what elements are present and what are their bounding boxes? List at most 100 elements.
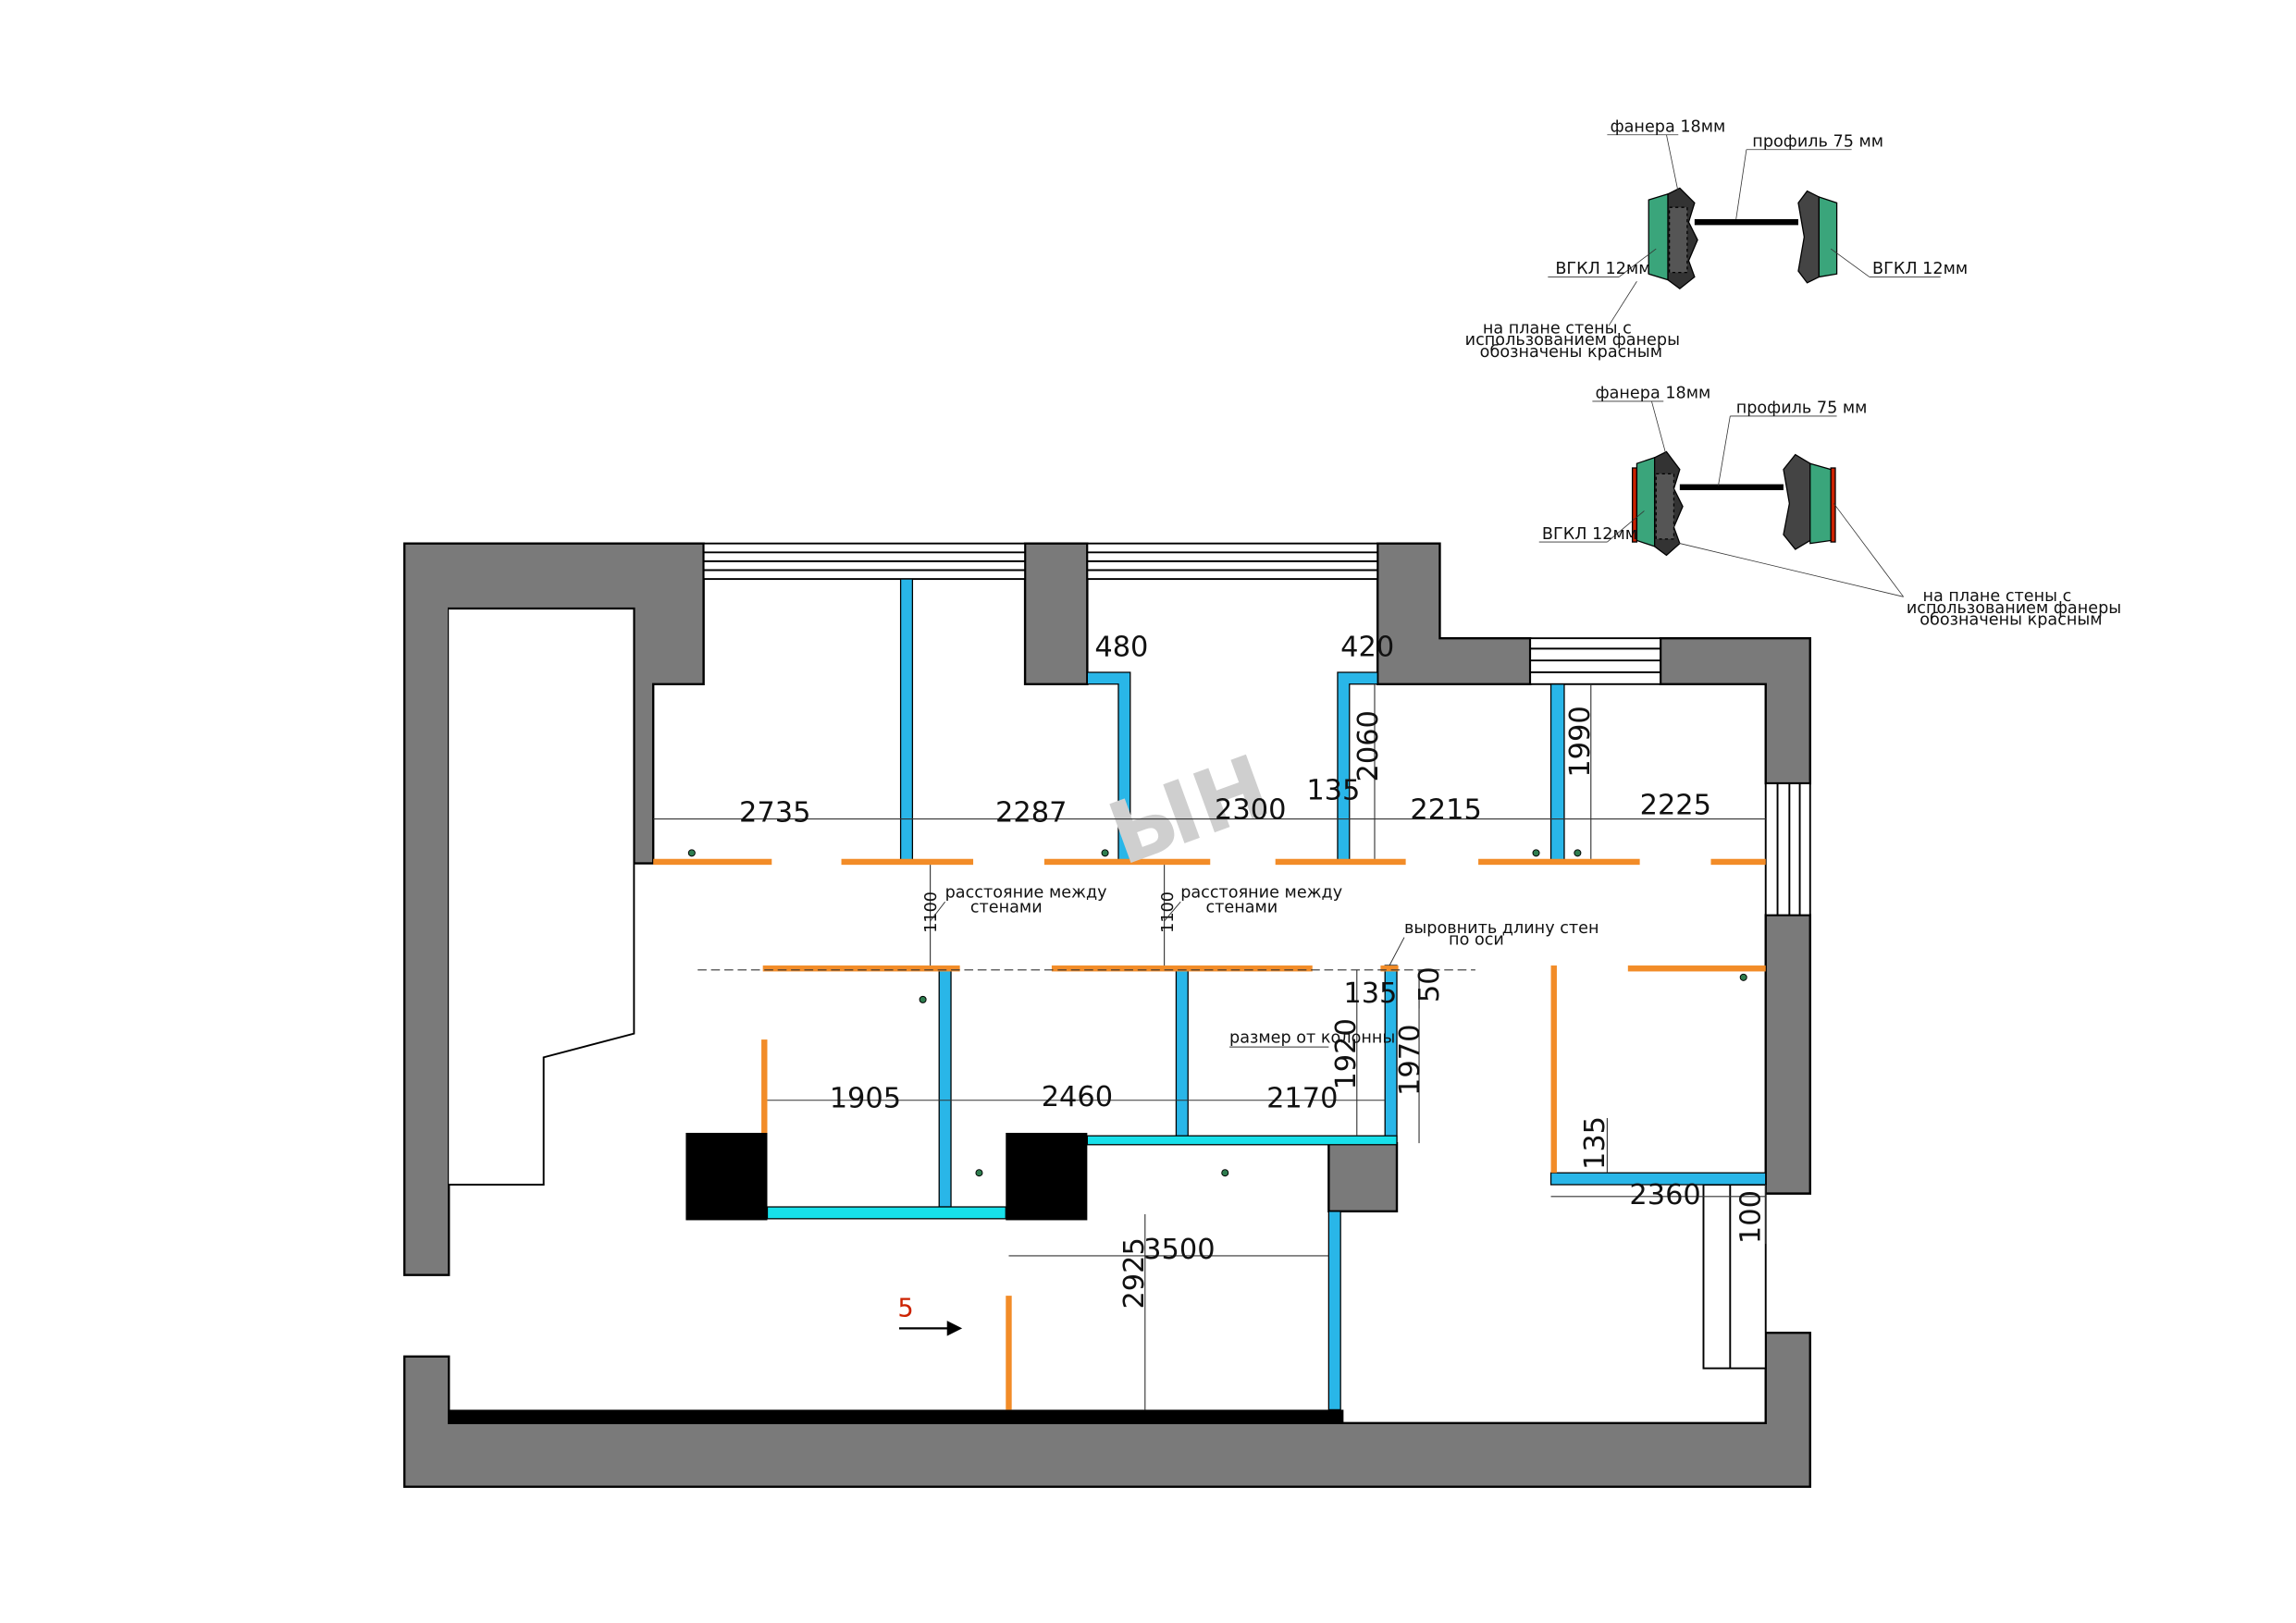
note-between-walls-1b: стенами (970, 898, 1043, 916)
plywood-segment (1380, 965, 1399, 972)
plywood-segment (1627, 965, 1766, 972)
dim-offset-480: 480 (1094, 631, 1148, 663)
door-opening-right (1702, 1184, 1767, 1370)
wall-detail-1: фанера 18мм профиль 75 мм ВГКЛ 12мм ВГКЛ… (1465, 118, 1968, 362)
plywood-segment (1550, 965, 1557, 1174)
wall-detail-2: фанера 18мм профиль 75 мм ВГКЛ 12мм на п… (1538, 385, 2121, 630)
dim-height-1990: 1990 (1564, 706, 1597, 777)
detail-2-legend-1: на плане стены с (1922, 587, 2071, 606)
plywood-segment (653, 858, 772, 866)
partition (1549, 1172, 1767, 1186)
detail-2-profile-label: профиль 75 мм (1736, 400, 1868, 418)
plywood-segment (841, 858, 974, 866)
dim-top-2: 2287 (995, 797, 1067, 830)
plywood-segment (762, 965, 960, 972)
plywood-segment (1051, 965, 1313, 972)
socket-points (687, 849, 1747, 1177)
dim-offset-420: 420 (1340, 631, 1394, 663)
detail-2-legend-2: использованием фанеры (1907, 599, 2121, 618)
dim-right-135: 135 (1579, 1116, 1611, 1170)
partitions-cyan (766, 1135, 1398, 1220)
detail-2-plywood-label: фанера 18мм (1596, 385, 1711, 403)
detail-1-right-panel (1797, 190, 1838, 284)
detail-2-gkl-left: ВГКЛ 12мм (1542, 525, 1637, 544)
partitions-blue (899, 578, 1767, 1411)
dim-right-100: 100 (1734, 1190, 1767, 1244)
dim-top-4: 2215 (1410, 794, 1481, 827)
socket-point (975, 1169, 983, 1177)
window-right (1764, 782, 1811, 916)
dim-height-1920: 1920 (1330, 1018, 1363, 1089)
dim-gap-2: 1100 (1159, 891, 1178, 933)
dim-top-1: 2735 (739, 797, 810, 830)
floor-strip (449, 1409, 1344, 1423)
dim-mid-2: 2460 (1042, 1081, 1113, 1113)
dim-height-2060: 2060 (1352, 710, 1385, 781)
plywood-walls (653, 858, 1766, 1410)
socket-point (919, 995, 927, 1003)
partition (1327, 1211, 1341, 1411)
dim-mid-1: 1905 (830, 1083, 901, 1115)
note-between-walls-2a: расстояние между (1180, 883, 1342, 902)
detail-1-legend-1: на плане стены с (1483, 319, 1632, 338)
detail-2-legend-3: обозначены красным (1920, 611, 2102, 630)
detail-1-gkl-right: ВГКЛ 12мм (1872, 260, 1968, 278)
socket-point (1101, 849, 1109, 857)
wall-top-right (1376, 542, 1532, 685)
detail-1-legend-2: использованием фанеры (1465, 331, 1680, 350)
dim-offset-135: 135 (1306, 775, 1360, 807)
partition (766, 1206, 1006, 1220)
dim-height-1970: 1970 (1394, 1025, 1426, 1096)
plywood-segment (1275, 858, 1406, 866)
detail-1-profile (1694, 218, 1798, 226)
detail-2-leaders (1538, 400, 1904, 597)
window-top-left (702, 542, 1027, 581)
plywood-segment (761, 1039, 768, 1133)
socket-point (1574, 849, 1582, 857)
wall-right-middle (1764, 914, 1811, 1195)
wall-column-top-middle (1023, 542, 1089, 685)
detail-1-leaders (1548, 134, 1941, 326)
entry-arrow-icon (898, 1321, 963, 1336)
plywood-segment (1043, 858, 1211, 866)
partition (938, 969, 952, 1208)
detail-1-left-panel (1648, 187, 1698, 290)
note-between-walls-2b: стенами (1205, 898, 1278, 916)
detail-1-plywood-label: фанера 18мм (1611, 118, 1726, 137)
detail-1-profile-label: профиль 75 мм (1752, 133, 1883, 152)
partition (1086, 1135, 1398, 1146)
left-room-outline (449, 608, 636, 1186)
plywood-segment (1006, 1296, 1012, 1410)
column-left (685, 1132, 768, 1221)
plywood-segment (1710, 858, 1766, 866)
wall-column-bottom-middle (1327, 1141, 1399, 1213)
partition (1549, 683, 1565, 863)
note-align-walls-b: по оси (1449, 931, 1504, 950)
detail-2-right-panel (1783, 453, 1836, 550)
socket-point (1532, 849, 1540, 857)
plywood-segment (1478, 858, 1640, 866)
dimension-lines (653, 683, 1767, 1410)
window-top-middle (1086, 542, 1379, 581)
note-between-walls-1a: расстояние между (945, 883, 1107, 902)
dim-top-5: 2225 (1640, 790, 1711, 822)
partition (1175, 969, 1189, 1137)
dim-mid-50: 50 (1413, 966, 1446, 1002)
detail-1-legend-3: обозначены красным (1480, 343, 1662, 362)
entry-mark: 5 (897, 1295, 913, 1323)
windows (702, 542, 1811, 1370)
dim-top-3: 2300 (1215, 794, 1286, 827)
note-from-column: размер от колонны (1229, 1028, 1395, 1047)
socket-point (1739, 973, 1747, 981)
note-align-walls-a: выровнить длину стен (1404, 919, 1599, 938)
detail-1-gkl-left: ВГКЛ 12мм (1555, 260, 1650, 278)
note-leaders (930, 901, 1405, 1048)
dim-mid-3: 2170 (1266, 1083, 1338, 1115)
column-middle (1006, 1132, 1088, 1221)
dim-right-2360: 2360 (1629, 1179, 1700, 1211)
dim-mid-135: 135 (1343, 977, 1397, 1010)
window-top-right (1529, 637, 1662, 685)
dim-gap-1: 1100 (922, 891, 941, 933)
wall-right-upper (1659, 636, 1811, 785)
